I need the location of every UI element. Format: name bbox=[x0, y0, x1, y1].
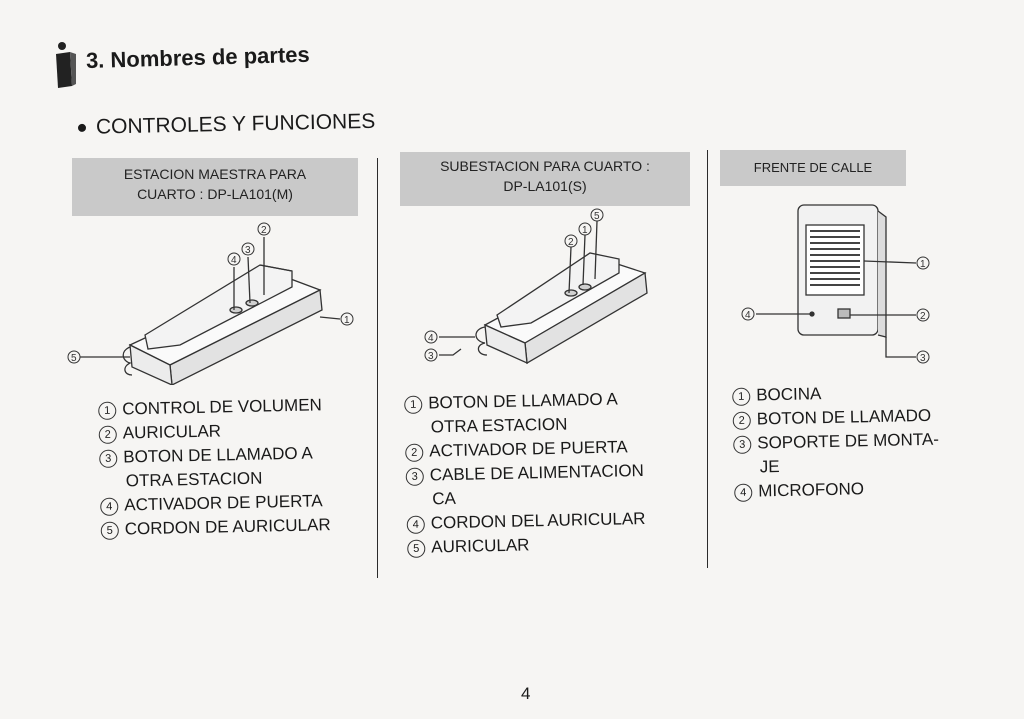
callout-label: 3 bbox=[428, 351, 434, 362]
callout-label: 2 bbox=[568, 237, 574, 248]
list-item: 3 BOTON DE LLAMADO A bbox=[99, 441, 329, 470]
item-text: BOTON DE LLAMADO A bbox=[123, 443, 313, 467]
street-panel-illustration: 1 2 3 4 bbox=[741, 204, 930, 364]
subsection-title-text: CONTROLES Y FUNCIONES bbox=[95, 109, 376, 139]
list-item: 4 CORDON DEL AURICULAR bbox=[406, 507, 646, 536]
item-text: BOCINA bbox=[756, 384, 822, 405]
item-number: 4 bbox=[100, 497, 119, 516]
list-item: 1 CONTROL DE VOLUMEN bbox=[98, 393, 328, 422]
callout-label: 3 bbox=[245, 245, 251, 256]
item-text: CONTROL DE VOLUMEN bbox=[122, 395, 323, 419]
list-item: 5 CORDON DE AURICULAR bbox=[100, 513, 331, 542]
column-label-line: DP-LA101(S) bbox=[503, 178, 587, 194]
list-item: 3 CABLE DE ALIMENTACION bbox=[405, 459, 645, 488]
item-text: BOTON DE LLAMADO bbox=[756, 405, 932, 429]
list-item: 4 MICROFONO bbox=[734, 476, 940, 504]
column-label-line: SUBESTACION PARA CUARTO : bbox=[440, 158, 650, 174]
callout-label: 4 bbox=[231, 255, 237, 266]
callout-label: 5 bbox=[594, 211, 600, 222]
item-number: 2 bbox=[405, 443, 424, 462]
column-divider bbox=[707, 150, 708, 568]
item-number: 2 bbox=[732, 411, 751, 430]
callout-label: 5 bbox=[71, 353, 77, 364]
callout-label: 1 bbox=[344, 315, 350, 326]
item-number: 1 bbox=[404, 395, 423, 414]
callout-label: 1 bbox=[920, 259, 926, 270]
callout-label: 1 bbox=[582, 225, 588, 236]
item-text: SOPORTE DE MONTA- bbox=[757, 429, 940, 453]
column-label-substation: SUBESTACION PARA CUARTO : DP-LA101(S) bbox=[400, 152, 690, 206]
parts-list-master: 1 CONTROL DE VOLUMEN 2 AURICULAR 3 BOTON DE… bbox=[98, 393, 331, 542]
item-text: AURICULAR bbox=[431, 535, 530, 557]
callout-label: 4 bbox=[745, 310, 751, 321]
item-text: CABLE DE ALIMENTACION bbox=[429, 460, 645, 485]
page-number: 4 bbox=[521, 684, 531, 703]
callout-label: 2 bbox=[920, 311, 926, 322]
column-label-line: CUARTO : DP-LA101(M) bbox=[137, 186, 293, 202]
callout-label: 3 bbox=[920, 353, 926, 364]
item-number: 5 bbox=[407, 539, 426, 558]
item-text: CORDON DE AURICULAR bbox=[124, 515, 331, 539]
item-number: 3 bbox=[405, 467, 424, 486]
column-label-street: FRENTE DE CALLE bbox=[720, 150, 906, 186]
item-text: ACTIVADOR DE PUERTA bbox=[124, 491, 323, 515]
item-number: 4 bbox=[406, 515, 425, 534]
section-title: 3. Nombres de partes bbox=[85, 41, 310, 73]
subsection-title: CONTROLES Y FUNCIONES bbox=[77, 109, 376, 140]
item-number: 3 bbox=[99, 449, 118, 468]
list-item: 1 BOTON DE LLAMADO A bbox=[404, 387, 643, 416]
callout-label: 4 bbox=[428, 333, 434, 344]
master-station-illustration: 5 1 4 3 2 bbox=[67, 222, 354, 385]
item-number: 1 bbox=[98, 401, 117, 420]
item-text: BOTON DE LLAMADO A bbox=[428, 389, 618, 413]
item-number: 1 bbox=[732, 387, 751, 406]
callout-label: 2 bbox=[261, 225, 267, 236]
column-label-line: ESTACION MAESTRA PARA bbox=[123, 166, 307, 182]
column-label-master: ESTACION MAESTRA PARA CUARTO : DP-LA101(… bbox=[72, 158, 358, 216]
parts-list-street: 1 BOCINA 2 BOTON DE LLAMADO 3 SOPORTE DE MO… bbox=[732, 380, 940, 504]
item-text: MICROFONO bbox=[758, 479, 865, 501]
substation-illustration: 4 3 2 1 5 bbox=[424, 208, 648, 365]
item-text: CORDON DEL AURICULAR bbox=[430, 508, 646, 533]
column-label-line: FRENTE DE CALLE bbox=[753, 160, 873, 175]
list-item: 3 SOPORTE DE MONTA- bbox=[733, 428, 939, 456]
item-number: 4 bbox=[734, 483, 753, 502]
info-icon bbox=[56, 42, 76, 88]
item-text: ACTIVADOR DE PUERTA bbox=[429, 437, 628, 461]
item-number: 2 bbox=[98, 425, 117, 444]
item-number: 5 bbox=[100, 521, 119, 540]
list-item: 5 AURICULAR bbox=[407, 531, 646, 560]
bullet-icon bbox=[77, 124, 87, 133]
item-number: 3 bbox=[733, 435, 752, 454]
column-divider bbox=[377, 158, 378, 578]
item-text: AURICULAR bbox=[122, 421, 222, 443]
